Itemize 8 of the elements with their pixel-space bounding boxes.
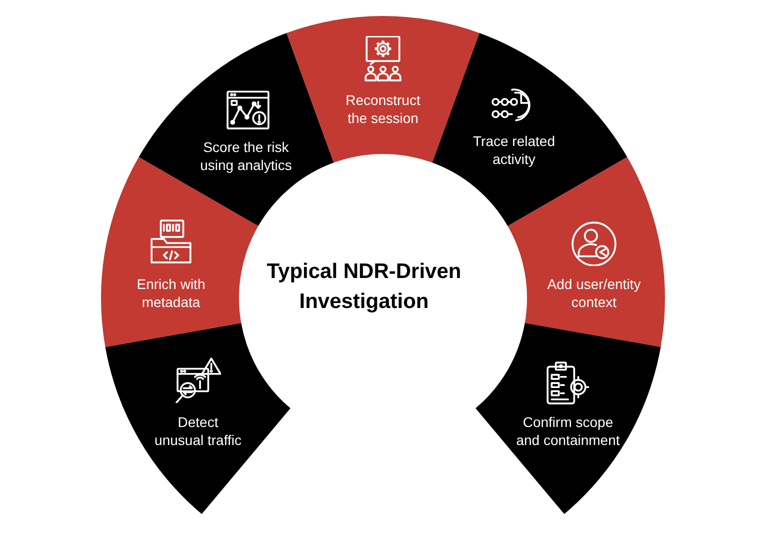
step-label: Add user/entity context xyxy=(547,275,641,311)
step-label: Reconstruct the session xyxy=(346,91,420,127)
step-label: Confirm scope and containment xyxy=(516,413,620,449)
step-label: Enrich with metadata xyxy=(136,275,206,311)
step-label: Detect unusual traffic xyxy=(154,413,242,449)
step-label: Trace related activity xyxy=(473,132,555,168)
step-label: Score the risk using analytics xyxy=(200,138,292,174)
diagram-title: Typical NDR-Driven Investigation xyxy=(266,259,462,315)
